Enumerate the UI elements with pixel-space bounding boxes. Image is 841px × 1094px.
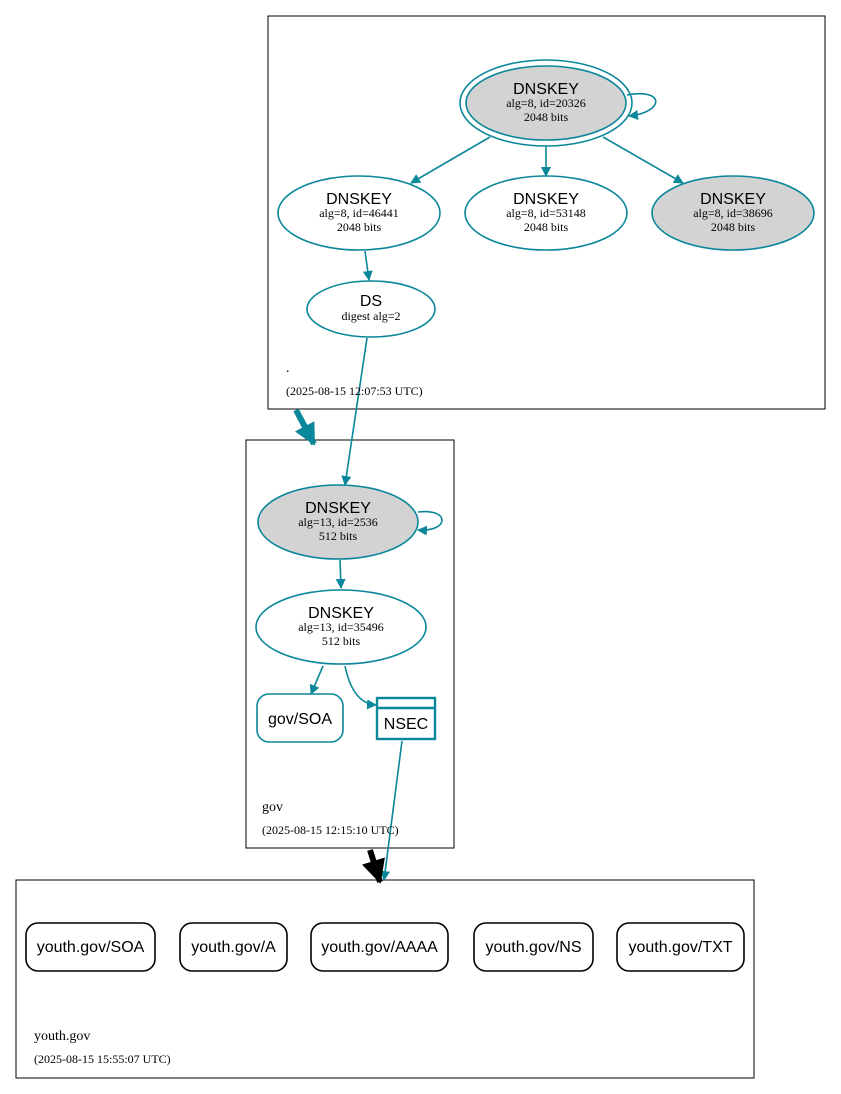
edge-gov-ksk-self bbox=[417, 510, 443, 536]
node-root-zsk-53148: DNSKEY alg=8, id=53148 2048 bits bbox=[464, 175, 628, 251]
gov-ksk-title: DNSKEY bbox=[305, 500, 371, 517]
rrset-youth-a: youth.gov/A bbox=[179, 922, 288, 972]
root-zsk1-info: alg=8, id=46441 bbox=[319, 206, 399, 220]
delegation-gov-youth bbox=[361, 849, 385, 884]
record-label: youth.gov/SOA bbox=[37, 939, 145, 956]
zone-gov-timestamp: (2025-08-15 12:15:10 UTC) bbox=[262, 823, 399, 837]
zone-youth-name: youth.gov bbox=[34, 1029, 90, 1044]
gov-ksk-info: alg=13, id=2536 bbox=[298, 515, 378, 529]
record-label: youth.gov/TXT bbox=[628, 939, 732, 956]
zone-gov-box bbox=[245, 439, 455, 849]
node-gov-zsk: DNSKEY alg=13, id=35496 512 bits bbox=[255, 589, 427, 665]
root-ksk-title: DNSKEY bbox=[513, 81, 579, 98]
root-zsk2-info: alg=8, id=53148 bbox=[506, 206, 586, 220]
record-label: youth.gov/NS bbox=[485, 939, 581, 956]
node-root-key-38696: DNSKEY alg=8, id=38696 2048 bits bbox=[651, 175, 815, 251]
node-gov-soa: gov/SOA bbox=[256, 693, 344, 743]
root-zsk1-size: 2048 bits bbox=[337, 220, 382, 234]
rrset-youth-soa: youth.gov/SOA bbox=[25, 922, 156, 972]
zone-youth-timestamp: (2025-08-15 15:55:07 UTC) bbox=[34, 1052, 171, 1066]
record-label: youth.gov/AAAA bbox=[321, 939, 438, 956]
gov-zsk-info: alg=13, id=35496 bbox=[298, 620, 384, 634]
node-root-zsk-46441: DNSKEY alg=8, id=46441 2048 bits bbox=[277, 175, 441, 251]
root-zsk3-title: DNSKEY bbox=[700, 191, 766, 208]
edge-gov-ksk-zsk bbox=[335, 559, 346, 589]
nsec-label: NSEC bbox=[384, 716, 428, 733]
node-ds: DS digest alg=2 bbox=[306, 280, 436, 338]
gov-zsk-size: 512 bits bbox=[322, 634, 361, 648]
zone-gov-name: gov bbox=[262, 800, 283, 815]
ds-info: digest alg=2 bbox=[341, 309, 400, 323]
ds-title: DS bbox=[360, 293, 382, 310]
zone-youth-box bbox=[15, 879, 755, 1079]
edge-root-ksk-zsk3 bbox=[602, 136, 684, 184]
root-zsk2-size: 2048 bits bbox=[524, 220, 569, 234]
node-nsec: NSEC bbox=[375, 696, 437, 741]
node-gov-ksk: DNSKEY alg=13, id=2536 512 bits bbox=[257, 484, 419, 560]
rrset-youth-ns: youth.gov/NS bbox=[473, 922, 594, 972]
zone-root-name: . bbox=[286, 361, 290, 376]
edge-gov-zsk-soa bbox=[309, 665, 324, 695]
root-zsk3-size: 2048 bits bbox=[711, 220, 756, 234]
edge-nsec-youth bbox=[380, 740, 403, 881]
record-label: youth.gov/A bbox=[191, 939, 276, 956]
edge-root-ksk-zsk1 bbox=[410, 136, 491, 184]
node-root-ksk: DNSKEY alg=8, id=20326 2048 bits bbox=[459, 59, 633, 147]
edges bbox=[309, 92, 684, 881]
delegation-root-gov bbox=[293, 408, 317, 446]
gov-soa-label: gov/SOA bbox=[268, 711, 332, 728]
root-zsk2-title: DNSKEY bbox=[513, 191, 579, 208]
gov-ksk-size: 512 bits bbox=[319, 529, 358, 543]
zone-root-timestamp: (2025-08-15 12:07:53 UTC) bbox=[286, 384, 423, 398]
root-zsk1-title: DNSKEY bbox=[326, 191, 392, 208]
root-zsk3-info: alg=8, id=38696 bbox=[693, 206, 773, 220]
root-ksk-size: 2048 bits bbox=[524, 110, 569, 124]
rrset-youth-aaaa: youth.gov/AAAA bbox=[310, 922, 449, 972]
edge-gov-zsk-nsec bbox=[344, 665, 377, 710]
rrset-youth-txt: youth.gov/TXT bbox=[616, 922, 745, 972]
edge-ds-gov-ksk bbox=[341, 337, 368, 486]
gov-zsk-title: DNSKEY bbox=[308, 605, 374, 622]
edge-zsk1-ds bbox=[362, 250, 373, 281]
zone-root-box bbox=[267, 15, 826, 410]
edge-root-ksk-self bbox=[626, 92, 657, 120]
root-ksk-info: alg=8, id=20326 bbox=[506, 96, 586, 110]
